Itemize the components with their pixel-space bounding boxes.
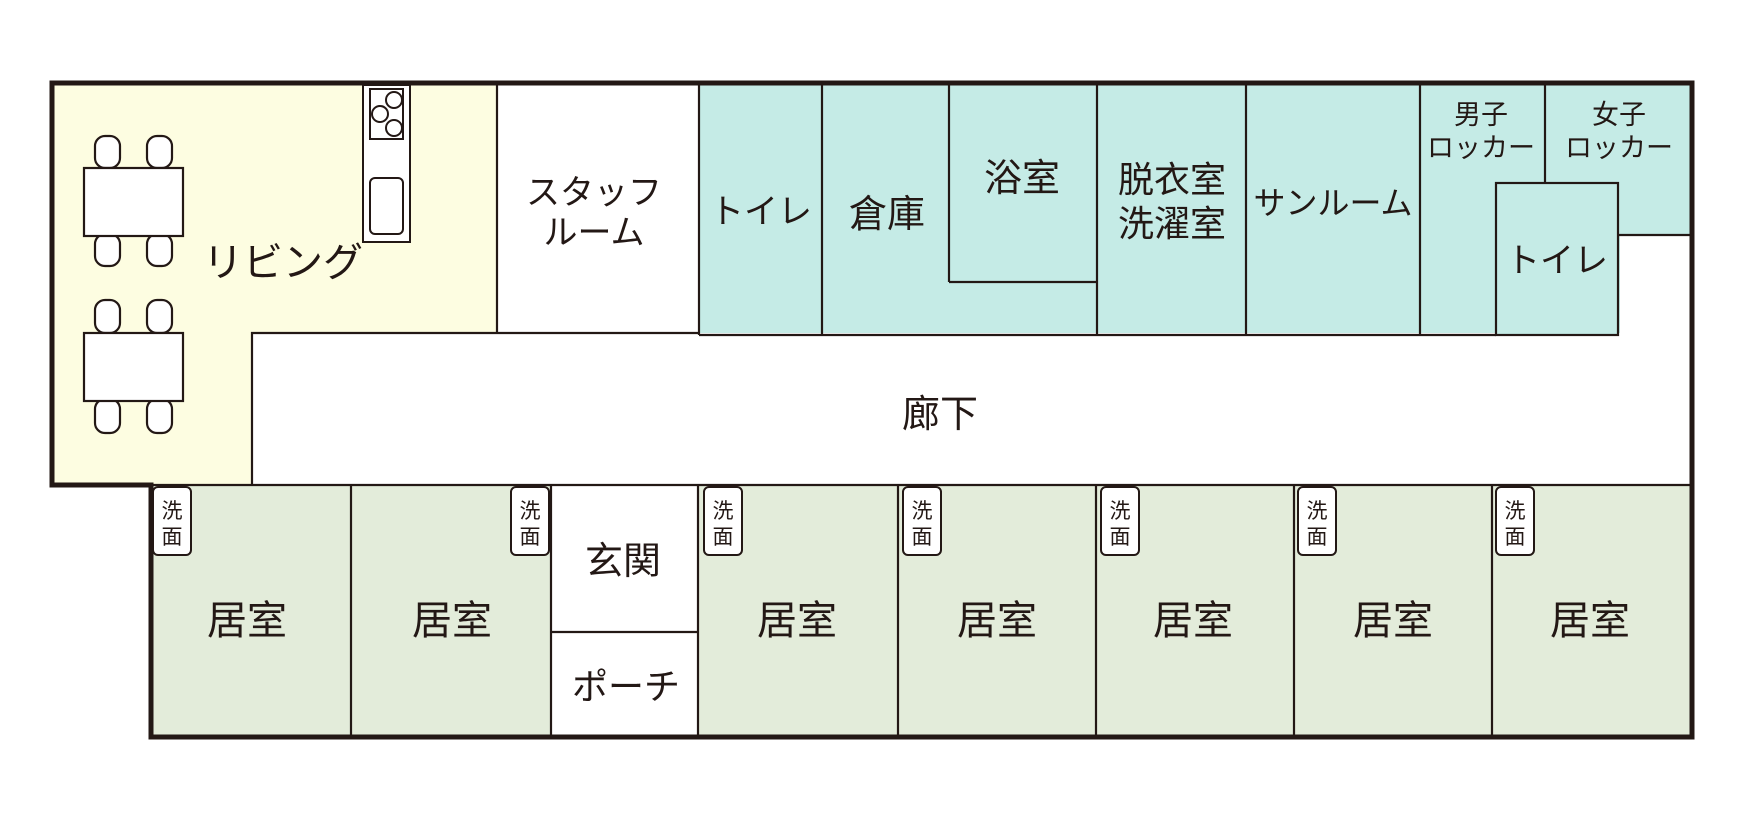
corridor-area bbox=[252, 333, 1690, 485]
chair-icon bbox=[145, 298, 174, 335]
residence-label: 居室 bbox=[412, 598, 492, 644]
washbasin-tag: 洗面 bbox=[703, 486, 743, 556]
sink-icon bbox=[369, 177, 404, 235]
washbasin-tag: 洗面 bbox=[1297, 486, 1337, 556]
toilet1-label: トイレ bbox=[710, 192, 812, 232]
chair-icon bbox=[145, 232, 174, 268]
dining-set bbox=[82, 134, 185, 435]
staff-room-area bbox=[497, 83, 699, 333]
dining-table-icon bbox=[82, 331, 185, 403]
living-label: リビング bbox=[203, 240, 363, 286]
chair-icon bbox=[145, 397, 174, 435]
outer-walls bbox=[49, 80, 1695, 740]
toilet2-label: トイレ bbox=[1506, 241, 1608, 281]
washbasin-tag: 洗面 bbox=[1100, 486, 1140, 556]
washbasin-tag: 洗面 bbox=[902, 486, 942, 556]
kitchen-counter bbox=[362, 84, 411, 243]
dining-table-set-1 bbox=[82, 134, 185, 268]
washbasin-label: 洗面 bbox=[1505, 499, 1526, 549]
residence-label: 居室 bbox=[1153, 598, 1233, 644]
washbasin-tags: 洗面 洗面 洗面 洗面 洗面 洗面 洗面 bbox=[152, 486, 1535, 556]
washbasin-label: 洗面 bbox=[162, 499, 183, 549]
entrance-area bbox=[551, 485, 698, 736]
womens-locker-label: 女子ロッカー bbox=[1565, 100, 1673, 164]
residence-label: 居室 bbox=[207, 598, 287, 644]
chair-icon bbox=[93, 232, 122, 268]
water-zone-area bbox=[699, 83, 1690, 335]
chair-icon bbox=[93, 134, 122, 170]
stove-icon bbox=[369, 88, 404, 140]
residence-label: 居室 bbox=[1353, 598, 1433, 644]
interior-walls bbox=[151, 83, 1690, 737]
sunroom-label: サンルーム bbox=[1253, 184, 1412, 222]
dressing-label: 脱衣室洗濯室 bbox=[1118, 160, 1226, 245]
washbasin-tag: 洗面 bbox=[510, 486, 550, 556]
residence-label: 居室 bbox=[957, 598, 1037, 644]
staff-room-label: スタッフルーム bbox=[526, 173, 662, 253]
storage-label: 倉庫 bbox=[849, 192, 925, 236]
residence-label: 居室 bbox=[1550, 598, 1630, 644]
washbasin-label: 洗面 bbox=[520, 499, 541, 549]
corridor-label: 廊下 bbox=[902, 392, 978, 436]
washbasin-label: 洗面 bbox=[713, 499, 734, 549]
entrance-label: 玄関 bbox=[585, 539, 661, 583]
chair-icon bbox=[93, 298, 122, 335]
washbasin-label: 洗面 bbox=[1110, 499, 1131, 549]
washbasin-label: 洗面 bbox=[1307, 499, 1328, 549]
porch-label: ポーチ bbox=[572, 667, 680, 708]
chair-icon bbox=[93, 397, 122, 435]
chair-icon bbox=[145, 134, 174, 170]
bath-label: 浴室 bbox=[984, 156, 1060, 200]
mens-locker-label: 男子ロッカー bbox=[1427, 100, 1535, 164]
dining-table-icon bbox=[82, 166, 185, 238]
dining-table-set-2 bbox=[82, 298, 185, 435]
residence-label: 居室 bbox=[757, 598, 837, 644]
room-labels: リビング スタッフルーム トイレ 倉庫 浴室 脱衣室洗濯室 サンルーム 男子ロッ… bbox=[203, 100, 1673, 708]
washbasin-label: 洗面 bbox=[912, 499, 933, 549]
toilet2-area bbox=[1496, 183, 1618, 335]
washbasin-tag: 洗面 bbox=[1495, 486, 1535, 556]
washbasin-tag: 洗面 bbox=[152, 486, 192, 556]
